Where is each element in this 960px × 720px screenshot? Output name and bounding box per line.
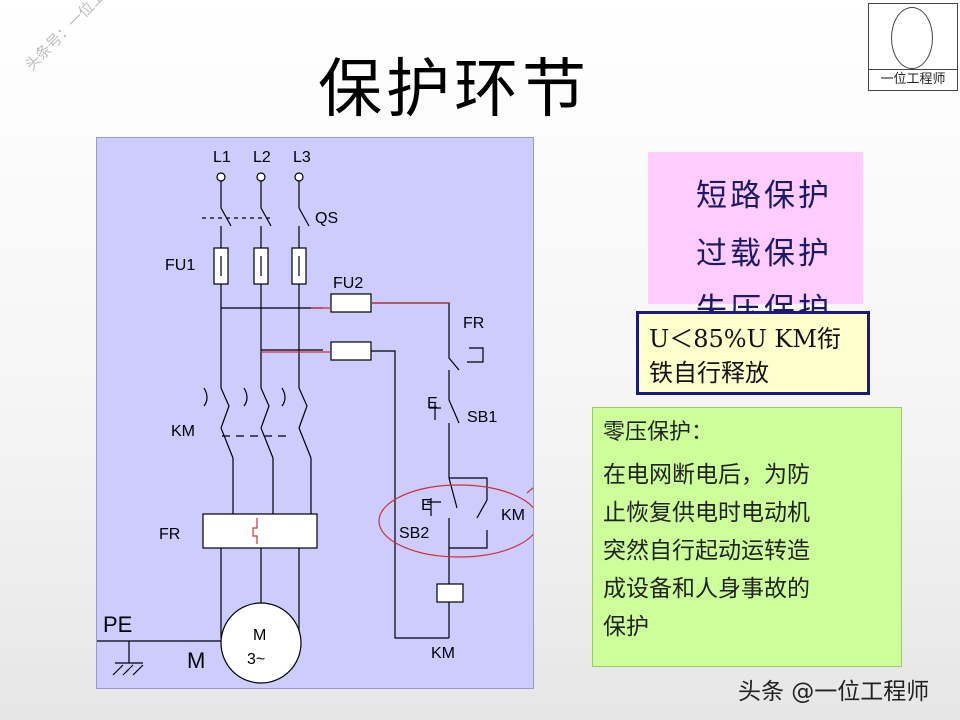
zero-voltage-box: 零压保护： 在电网断电后，为防 止恢复供电时电动机 突然自行起动运转造 成设备和… — [592, 407, 902, 667]
label-fr-ctrl: FR — [463, 315, 484, 332]
page-title: 保护环节 — [318, 53, 590, 127]
label-fr-main: FR — [159, 526, 180, 543]
logo-emblem — [891, 7, 933, 69]
terminal-l1 — [216, 172, 226, 182]
protection-item-overload: 过载保护 — [696, 236, 832, 272]
label-m-ground: M — [187, 648, 205, 673]
protection-list: 短路保护 过载保护 失压保护 — [648, 152, 863, 328]
logo: 一位工程师 — [868, 3, 958, 91]
label-sb1: SB1 — [467, 409, 497, 426]
zero-voltage-line: 成设备和人身事故的 — [603, 576, 810, 602]
label-qs: QS — [315, 210, 338, 227]
logo-label: 一位工程师 — [869, 69, 957, 90]
watermark: 头条号：一位工程师 — [21, 0, 130, 75]
zero-voltage-line: 在电网断电后，为防 — [603, 462, 810, 488]
label-l2: L2 — [253, 149, 271, 166]
zero-voltage-body: 在电网断电后，为防 止恢复供电时电动机 突然自行起动运转造 成设备和人身事故的 … — [603, 456, 891, 646]
label-pe: PE — [103, 612, 132, 637]
label-motor-m: M — [253, 627, 266, 644]
km-coil — [436, 583, 464, 603]
label-motor-phase: 3~ — [247, 651, 265, 668]
terminal-l2 — [256, 172, 266, 182]
qs-blades — [220, 207, 310, 227]
label-e2: E — [421, 497, 432, 514]
zero-voltage-title: 零压保护： — [603, 420, 714, 445]
label-l3: L3 — [293, 149, 311, 166]
label-sb2: SB2 — [399, 525, 429, 542]
undervoltage-line-1: U＜85%U KM衔 — [649, 325, 841, 353]
label-fu1: FU1 — [165, 257, 195, 274]
undervoltage-note: U＜85%U KM衔 铁自行释放 — [636, 311, 870, 395]
label-km-main: KM — [171, 423, 195, 440]
protection-item-short-circuit: 短路保护 — [696, 178, 832, 214]
motor-circle — [220, 602, 302, 684]
fr-thermal-relay — [202, 513, 318, 549]
label-fu2: FU2 — [333, 275, 363, 292]
zero-voltage-line: 止恢复供电时电动机 — [603, 500, 810, 526]
label-km-coil: KM — [431, 645, 455, 662]
undervoltage-line-2: 铁自行释放 — [649, 359, 769, 387]
fu2-fuse-2 — [330, 341, 372, 361]
label-km-aux: KM — [501, 507, 525, 524]
label-e1: E — [427, 395, 438, 412]
footer-credit: 头条 @一位工程师 — [738, 679, 930, 705]
zero-voltage-line: 保护 — [603, 614, 649, 640]
circuit-diagram: L1 L2 L3 QS FU1 FU2 KM FR PE M M 3~ FR S… — [96, 137, 598, 689]
fu2-fuse-1 — [330, 293, 372, 313]
circuit-svg: L1 L2 L3 QS FU1 FU2 KM FR PE M M 3~ FR S… — [97, 149, 598, 684]
km-main-contacts — [220, 427, 312, 459]
terminal-l3 — [294, 172, 304, 182]
label-l1: L1 — [213, 149, 231, 166]
zero-voltage-line: 突然自行起动运转造 — [603, 538, 810, 564]
